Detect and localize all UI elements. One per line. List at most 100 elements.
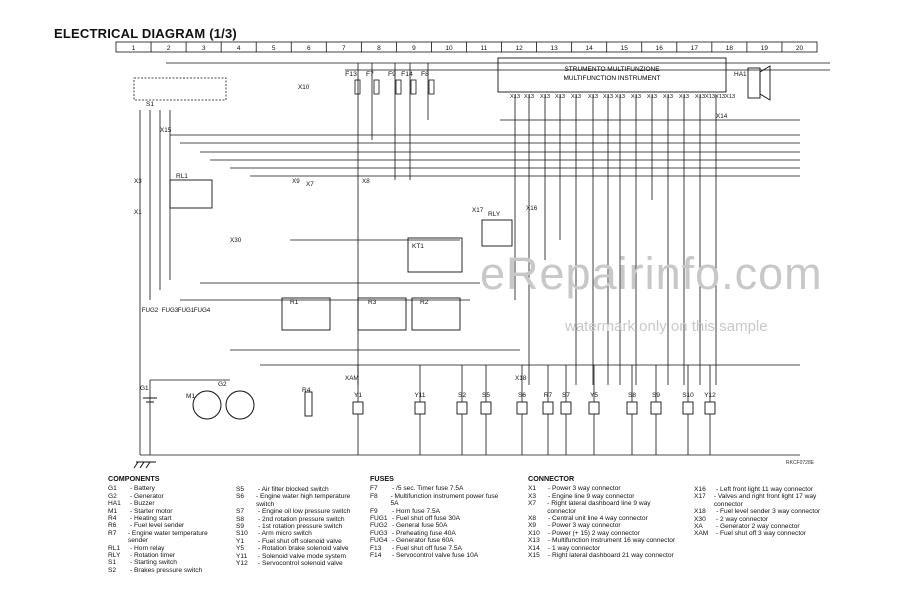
legend-code: X15 xyxy=(528,552,540,560)
column-number: 15 xyxy=(621,45,629,52)
component-symbol xyxy=(516,401,528,415)
connector-label: X15 xyxy=(160,127,172,134)
legend-row: R4- Heating start xyxy=(108,515,220,522)
relay-label: KT1 xyxy=(412,243,424,250)
x13-connector-label: X13 xyxy=(510,94,520,100)
legend-row: FUG1- Fuel shut off fuse 30A xyxy=(370,515,500,522)
legend-desc: - Starting switch xyxy=(130,559,177,567)
legend-code: G2 xyxy=(108,492,117,500)
legend-code: X8 xyxy=(528,515,537,523)
starting-switch-box xyxy=(133,77,227,101)
legend-code: S6 xyxy=(236,493,245,501)
legend-desc: - Multifunction instrument 16 way connec… xyxy=(548,537,676,545)
component-symbol xyxy=(480,401,492,415)
column-number: 18 xyxy=(726,45,734,52)
connector-label: X17 xyxy=(472,207,484,214)
legend-code: F8 xyxy=(370,492,378,500)
connector-label: XAM xyxy=(345,375,359,382)
legend-desc: - General fuse 50A xyxy=(392,522,448,530)
connector-label: X16 xyxy=(526,205,538,212)
column-number: 13 xyxy=(551,45,559,52)
x13-connector-label: X13 xyxy=(524,94,534,100)
fug-fuse-label: FUG3 xyxy=(162,307,179,314)
legend-row: S7- Engine oil low pressure switch xyxy=(236,508,360,515)
legend-code: F7 xyxy=(370,485,378,493)
x13-connector-label: X13 xyxy=(647,94,657,100)
fuse-label: F13 xyxy=(345,71,357,78)
legend-row: X7 - Right lateral dashboard line 9 way c… xyxy=(528,500,676,515)
bottom-component-label: S6 xyxy=(518,392,526,399)
x13-connector-label: X13 xyxy=(705,94,715,100)
legend-row: Y5- Rotation brake solenoid valve xyxy=(236,545,360,552)
legend-row: Y12- Servocontrol solenoid valve xyxy=(236,560,360,567)
fuse-label: F8 xyxy=(421,71,429,78)
legend-desc: - Rotation brake solenoid valve xyxy=(258,545,349,553)
legend-desc: - Fuel shut off 3 way connector xyxy=(716,530,807,538)
component-symbol xyxy=(626,401,638,415)
relay-label: R2 xyxy=(420,299,429,306)
legend-row: X14- 1 way connector xyxy=(528,545,676,552)
legend-row: FUG3- Preheating fuse 40A xyxy=(370,530,500,537)
relay-label: R1 xyxy=(290,299,299,306)
legend-code: G1 xyxy=(108,485,117,493)
column-number: 14 xyxy=(586,45,594,52)
ground-icon xyxy=(133,461,156,469)
x13-connector-label: X13 xyxy=(663,94,673,100)
fuse-label: F7 xyxy=(366,71,374,78)
legend-code: S2 xyxy=(108,566,117,574)
x13-connector-label: X13 xyxy=(679,94,689,100)
legend-desc: - Power 3 way connector xyxy=(548,522,621,530)
x13-connector-label: X13 xyxy=(715,94,725,100)
page-title: ELECTRICAL DIAGRAM (1/3) xyxy=(54,26,237,41)
legend-desc: - Generator fuse 60A xyxy=(392,537,454,545)
legend-code: FUG1 xyxy=(370,515,388,523)
connector-label: X1 xyxy=(134,209,142,216)
legend-desc: - Right lateral dashboard line 9 way con… xyxy=(547,500,651,515)
component-symbol xyxy=(542,401,554,415)
legend-code: S7 xyxy=(236,508,245,516)
legend-row: M1- Starter motor xyxy=(108,508,220,515)
legend-row: S5- Air filter blocked switch xyxy=(236,486,360,493)
legend-row: X1- Power 3 way connector xyxy=(528,485,676,492)
fug-fuse-label: FUG1 xyxy=(178,307,195,314)
legend-desc: - Battery xyxy=(130,485,155,493)
legend-code: X3 xyxy=(528,492,537,500)
connector-label: X30 xyxy=(230,237,242,244)
legend-row: S9- 1st rotation pressure switch xyxy=(236,523,360,530)
legend-desc: - 1 way connector xyxy=(548,544,601,552)
legend-row: RLY- Rotation timer xyxy=(108,552,220,559)
legend-row: X8- Central unit line 4 way connector xyxy=(528,515,676,522)
x13-connector-label: X13 xyxy=(695,94,705,100)
bottom-component-label: S8 xyxy=(628,392,636,399)
legend-code: Y1 xyxy=(236,537,245,545)
legend-fuses-heading: FUSES xyxy=(370,474,394,483)
legend-row: F13- Fuel shut off fuse 7.5A xyxy=(370,545,500,552)
legend-row: X9- Power 3 way connector xyxy=(528,522,676,529)
legend-code: FUG4 xyxy=(370,537,388,545)
relay-r2-box xyxy=(411,297,461,331)
legend-desc: - Servocontrol valve fuse 10A xyxy=(392,552,479,560)
legend-desc: - Fuel level sender 3 way connector xyxy=(716,508,821,516)
legend-row: X30- 2 way connector xyxy=(694,516,834,523)
column-number: 11 xyxy=(481,45,488,52)
relay-r3-box xyxy=(357,297,407,331)
watermark: eRepairinfo.com xyxy=(480,248,823,299)
bottom-component-label: Y1 xyxy=(354,392,362,399)
legend-desc: - Starter motor xyxy=(130,507,173,515)
legend-code: X1 xyxy=(528,485,537,493)
x13-connector-label: X13 xyxy=(540,94,550,100)
legend-code: X7 xyxy=(528,500,537,508)
column-number: 17 xyxy=(691,45,699,52)
relay-label: RLY xyxy=(488,211,501,218)
legend-code: R7 xyxy=(108,529,117,537)
legend-row: S6- Engine water high temperature switch xyxy=(236,493,360,508)
legend-row: F9- Horn fuse 7.5A xyxy=(370,508,500,515)
legend-code: S9 xyxy=(236,523,245,531)
